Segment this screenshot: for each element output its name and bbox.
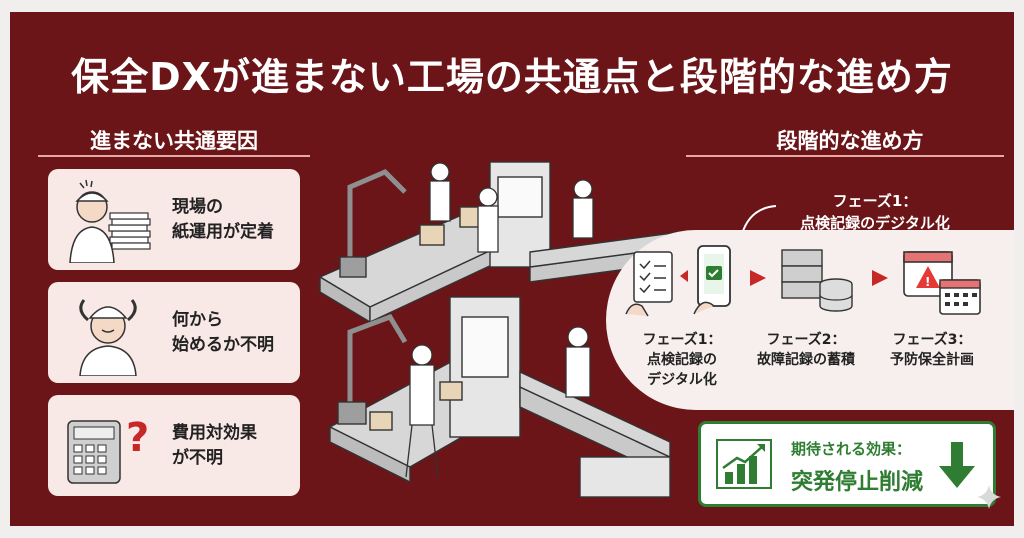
phase-1-line1: 点検記録の xyxy=(647,352,717,368)
phase-arrow-2 xyxy=(872,270,888,286)
checklist-phone-icon xyxy=(625,245,731,317)
phase-1-label: フェーズ1： 点検記録の デジタル化 xyxy=(622,330,742,390)
cause-cost-line2: が不明 xyxy=(172,447,223,468)
cause-start-line2: 始めるか不明 xyxy=(172,334,274,355)
phase-arrow-1 xyxy=(750,270,766,286)
page-title: 保全DXが進まない工場の共通点と段階的な進め方 xyxy=(71,55,953,99)
callout-line2: 点検記録のデジタル化 xyxy=(800,214,950,232)
phase-3-label: フェーズ3： 予防保全計画 xyxy=(872,330,992,370)
callout-line1: フェーズ1： xyxy=(832,192,918,210)
steps-heading-underline xyxy=(686,155,1004,157)
worker-paper-stack-icon xyxy=(69,179,151,263)
phase1-callout: フェーズ1： 点検記録のデジタル化 xyxy=(780,190,970,234)
phase-3-title: フェーズ3： xyxy=(892,332,972,348)
poster-frame: 保全DXが進まない工場の共通点と段階的な進め方 進まない共通要因 現場の 紙運用… xyxy=(10,12,1014,526)
sparkle-icon xyxy=(977,485,1001,509)
cause-paper-line1: 現場の xyxy=(172,196,223,217)
cause-card-cost: ? 費用対効果 が不明 xyxy=(48,395,300,496)
svg-text:!: ! xyxy=(925,275,930,289)
causes-heading: 進まない共通要因 xyxy=(90,129,258,153)
calculator-question-icon: ? xyxy=(67,415,149,484)
factory-line-illustration xyxy=(318,161,681,498)
steps-heading: 段階的な進め方 xyxy=(776,129,924,153)
warning-calendar-icon: ! xyxy=(903,251,981,315)
effect-value: 突発停止削減 xyxy=(791,470,924,495)
server-database-icon xyxy=(781,249,853,312)
svg-text:?: ? xyxy=(126,415,149,461)
cause-start-line1: 何から xyxy=(172,309,223,330)
cause-card-paper: 現場の 紙運用が定着 xyxy=(48,169,300,270)
phase-1-title: フェーズ1： xyxy=(642,332,722,348)
phase-2-title: フェーズ2： xyxy=(766,332,846,348)
causes-heading-underline xyxy=(38,155,310,157)
cause-cost-line1: 費用対効果 xyxy=(172,422,257,443)
expected-effect-box: 期待される効果： 突発停止削減 xyxy=(698,421,996,507)
phase-2-label: フェーズ2： 故障記録の蓄積 xyxy=(746,330,866,370)
cause-paper-line2: 紙運用が定着 xyxy=(172,221,274,242)
effect-label: 期待される効果： xyxy=(791,440,912,458)
phase-1-line2: デジタル化 xyxy=(647,372,717,388)
confused-worker-icon xyxy=(79,299,137,376)
phase-2-line1: 故障記録の蓄積 xyxy=(757,352,855,368)
rising-chart-icon xyxy=(716,439,772,489)
phase-icons-row: ! xyxy=(625,245,981,317)
cause-card-unclear-start: 何から 始めるか不明 xyxy=(48,282,300,383)
phase-3-line1: 予防保全計画 xyxy=(890,352,974,368)
down-arrow-icon xyxy=(939,442,975,488)
